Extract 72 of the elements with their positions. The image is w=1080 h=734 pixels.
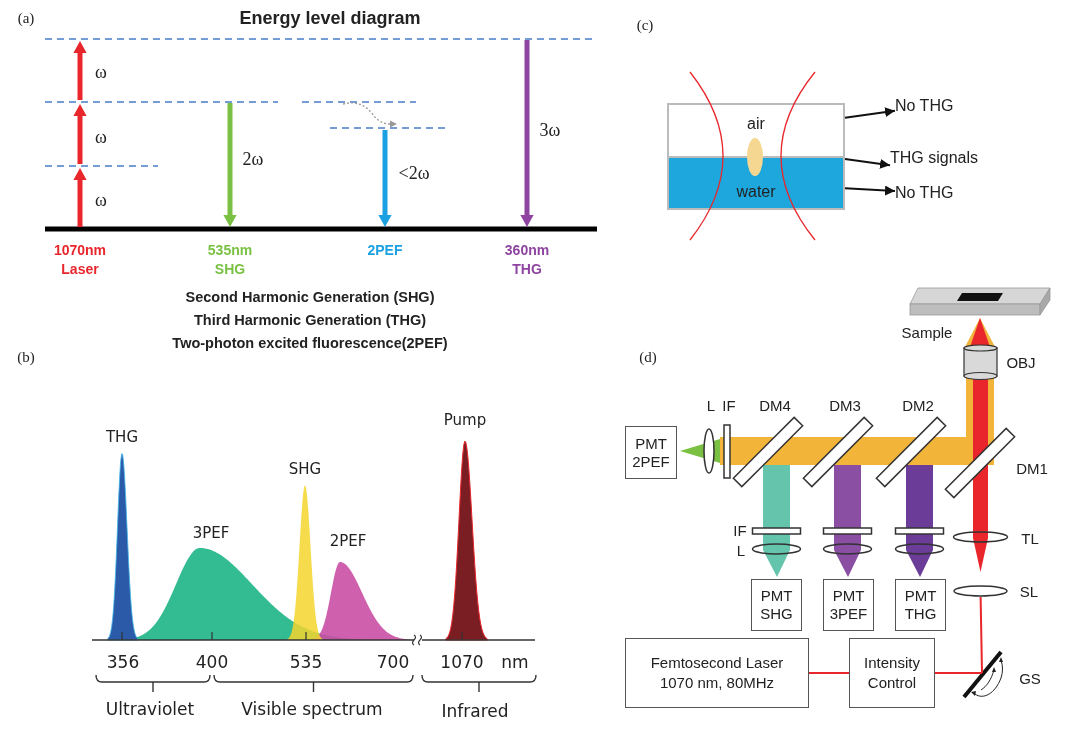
box-text: Intensity Control: [864, 653, 920, 693]
connector-line: [934, 672, 983, 674]
axis-tick-label: 356: [106, 652, 140, 672]
legend-text: Second Harmonic Generation (SHG): [185, 289, 435, 305]
component-label: L: [736, 541, 746, 559]
peak-label: Pump: [443, 411, 487, 429]
legend-text: Third Harmonic Generation (THG): [194, 312, 426, 328]
axis-tick-label: 535: [289, 652, 323, 672]
photon-energy-label: ω: [95, 126, 107, 148]
panel-label: (b): [17, 348, 35, 366]
photon-energy-label: 3ω: [539, 119, 561, 141]
peak-label: THG: [105, 428, 139, 446]
connector-line: [979, 596, 983, 674]
photon-energy-label: ω: [95, 189, 107, 211]
connector-line: [808, 672, 850, 674]
arrow: [844, 107, 896, 119]
controller-box: [849, 638, 935, 708]
panel-label: (c): [636, 16, 654, 34]
box-text: PMT THG: [903, 587, 938, 623]
component-label: TL: [1021, 529, 1039, 547]
signal-label: THG signals: [890, 147, 996, 169]
signal-label: No THG: [895, 182, 965, 204]
component-label: SL: [1019, 582, 1039, 600]
component-label: L: [706, 396, 716, 414]
axis-tick-label: 700: [376, 652, 410, 672]
axis-tick-label: 400: [195, 652, 229, 672]
box-text: Femtosecond Laser 1070 nm, 80MHz: [649, 653, 785, 693]
panel-label: (d): [639, 348, 657, 366]
wavelength-label: 2PEF: [366, 241, 404, 260]
wavelength-label: 535nm SHG: [206, 241, 254, 279]
box-text: PMT 3PEF: [828, 587, 869, 623]
photon-energy-label: ω: [95, 61, 107, 83]
peak-label: 2PEF: [329, 532, 367, 550]
region-label: Ultraviolet: [105, 699, 195, 719]
region-label: Visible spectrum: [241, 699, 383, 719]
component-label: Sample: [901, 323, 953, 341]
galvo-mirror: [961, 648, 1005, 700]
legend-text: Two-photon excited fluorescence(2PEF): [172, 335, 448, 351]
component-label: DM3: [829, 396, 861, 414]
detector-box: [625, 426, 677, 479]
detector-box: [823, 579, 874, 631]
component-label: OBJ: [1006, 353, 1036, 371]
scan-lens: [953, 585, 1008, 597]
panel-label: (a): [17, 9, 35, 27]
air-layer: [667, 103, 845, 157]
region-label: Infrared: [441, 701, 509, 721]
panel-title: Energy level diagram: [239, 7, 421, 29]
detector-box: [751, 579, 802, 631]
box-text: PMT SHG: [759, 587, 794, 623]
water-layer: [667, 157, 845, 210]
photon-energy-label: <2ω: [398, 162, 430, 184]
component-label: IF: [733, 521, 747, 539]
peak-label: 3PEF: [192, 524, 230, 542]
component-label: GS: [1019, 669, 1041, 687]
arrow: [844, 158, 891, 169]
axis-tick-label: 1070: [440, 652, 484, 672]
wavelength-label: 360nm THG: [503, 241, 551, 279]
laser-box: [625, 638, 809, 708]
wavelength-label: 1070nm Laser: [52, 241, 108, 279]
arrow: [844, 185, 896, 196]
detector-box: [895, 579, 946, 631]
component-label: DM1: [1016, 459, 1048, 477]
box-text: PMT 2PEF: [631, 434, 671, 471]
unit-label: nm: [501, 652, 529, 672]
component-label: DM4: [759, 396, 791, 414]
peak-label: SHG: [288, 460, 322, 478]
component-label: DM2: [902, 396, 934, 414]
layer-label: air: [747, 114, 765, 133]
layer-label: water: [736, 183, 776, 201]
signal-label: No THG: [895, 95, 965, 117]
component-label: IF: [722, 396, 736, 414]
photon-energy-label: 2ω: [242, 148, 264, 170]
